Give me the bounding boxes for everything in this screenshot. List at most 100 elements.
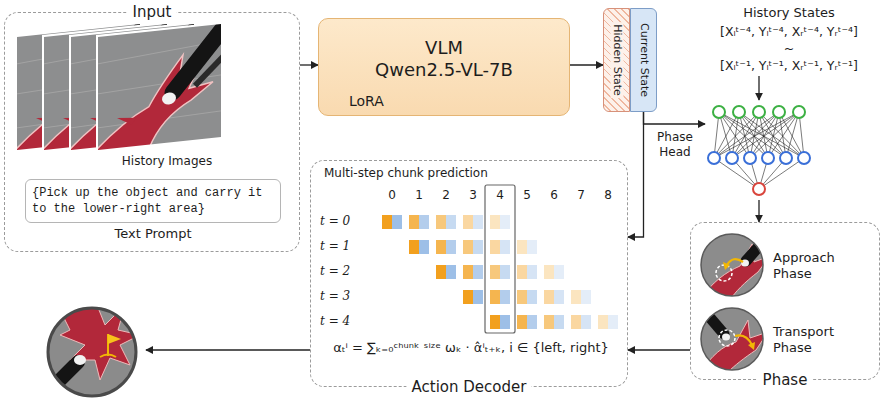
transport-image bbox=[700, 306, 768, 372]
history-images bbox=[11, 17, 232, 155]
chunk-grid bbox=[517, 290, 537, 304]
chunk-grid bbox=[581, 315, 591, 329]
item-text: Transport Phase bbox=[773, 324, 863, 356]
connector bbox=[758, 76, 759, 100]
chunk-grid bbox=[554, 315, 564, 329]
chunk-grid bbox=[490, 265, 500, 279]
chunk-grid bbox=[436, 240, 456, 254]
lora: LoRA bbox=[349, 93, 384, 110]
chunk-grid bbox=[517, 315, 527, 329]
phead-text: Phase Head bbox=[653, 130, 697, 160]
chunk-grid bbox=[517, 265, 527, 279]
phase-head-network bbox=[708, 152, 720, 164]
approach-image bbox=[700, 228, 775, 300]
chunk-grid bbox=[490, 240, 510, 254]
chunk-grid bbox=[409, 215, 429, 229]
phase-head-network bbox=[759, 112, 768, 158]
chunk-grid bbox=[544, 265, 564, 279]
phase-head-network bbox=[798, 152, 810, 164]
chunk-grid bbox=[527, 240, 537, 254]
state-bar: Hidden State bbox=[603, 8, 630, 112]
chunk-grid bbox=[544, 315, 554, 329]
phase-head-network bbox=[733, 106, 745, 118]
chunk-grid bbox=[463, 215, 483, 229]
phase-head-network bbox=[744, 152, 756, 164]
chunk-grid bbox=[490, 215, 510, 229]
phase-head-network bbox=[708, 106, 810, 195]
phase-head-network bbox=[708, 152, 810, 164]
chunk-grid bbox=[436, 240, 446, 254]
vtext: Hidden State bbox=[610, 22, 623, 98]
chunk-grid bbox=[544, 265, 554, 279]
phase-head-network bbox=[732, 112, 759, 158]
chunk-grid bbox=[409, 240, 429, 254]
chunk-grid bbox=[490, 215, 500, 229]
connector bbox=[628, 112, 644, 237]
column-index: 2 bbox=[437, 188, 455, 203]
row-label: t = 1 bbox=[320, 239, 350, 254]
chunk-grid bbox=[527, 265, 537, 279]
column-index: 6 bbox=[545, 188, 563, 203]
chunk-grid bbox=[419, 215, 429, 229]
item-text: Approach Phase bbox=[773, 250, 863, 282]
chunk-grid bbox=[490, 240, 500, 254]
phase-head-network bbox=[714, 112, 759, 158]
phase-head: Phase Head bbox=[705, 100, 813, 200]
transport-image bbox=[748, 342, 755, 350]
vlm-title: VLM bbox=[425, 37, 463, 59]
column-index: 5 bbox=[518, 188, 536, 203]
chunk-grid bbox=[544, 315, 564, 329]
chunk-grid bbox=[544, 290, 554, 304]
chunk-grid bbox=[409, 240, 419, 254]
chunk-grid bbox=[382, 215, 402, 229]
chunk-grid bbox=[436, 215, 446, 229]
approach-image bbox=[727, 259, 743, 265]
phase-head-network bbox=[762, 152, 774, 164]
hist-line: ~ bbox=[700, 40, 878, 57]
connector bbox=[628, 349, 690, 350]
result-image bbox=[40, 300, 140, 400]
chunk-grid bbox=[571, 315, 581, 329]
phase-head-network bbox=[726, 152, 738, 164]
result-image bbox=[100, 355, 116, 358]
chunk-grid bbox=[571, 315, 591, 329]
model-box: VLMQwen2.5-VL-7BLoRA bbox=[318, 18, 570, 116]
chunk-grid bbox=[500, 265, 510, 279]
chunk-grid bbox=[490, 290, 510, 304]
chunk-grid bbox=[463, 290, 483, 304]
chunk-grid bbox=[517, 240, 537, 254]
column-index: 7 bbox=[572, 188, 590, 203]
transport-image bbox=[735, 335, 752, 345]
phase-head-network bbox=[753, 183, 765, 195]
chunk-grid bbox=[517, 240, 527, 254]
phase-head-network bbox=[739, 112, 768, 158]
phase-head-network bbox=[793, 106, 805, 118]
column-index: 8 bbox=[599, 188, 617, 203]
chunk-grid bbox=[419, 240, 429, 254]
row-label: t = 4 bbox=[320, 314, 350, 329]
prompt-box: {Pick up the object and carry it to the … bbox=[25, 179, 281, 223]
chunk-grid bbox=[517, 290, 527, 304]
chunk-grid bbox=[463, 290, 473, 304]
chunk-grid bbox=[554, 290, 564, 304]
hist-title: History States bbox=[700, 4, 878, 21]
phase-head-network bbox=[713, 106, 805, 118]
phase-head-network bbox=[732, 112, 799, 158]
chunk-grid bbox=[463, 215, 473, 229]
chunk-grid bbox=[473, 215, 483, 229]
phase-head-network bbox=[714, 112, 779, 158]
approach-image bbox=[701, 234, 763, 296]
phase-head-network bbox=[750, 112, 799, 158]
approach-image bbox=[700, 228, 775, 300]
column-index: 0 bbox=[383, 188, 401, 203]
result-image bbox=[40, 300, 140, 400]
chunk-grid bbox=[490, 315, 510, 329]
prompt-cap: Text Prompt bbox=[26, 226, 280, 242]
phase-head-network bbox=[768, 112, 779, 158]
phase-item: Transport Phase bbox=[699, 307, 873, 373]
chunk-grid bbox=[598, 315, 608, 329]
phase-head-network bbox=[768, 112, 799, 158]
chunk-grid bbox=[608, 315, 618, 329]
chunk-grid bbox=[436, 265, 446, 279]
